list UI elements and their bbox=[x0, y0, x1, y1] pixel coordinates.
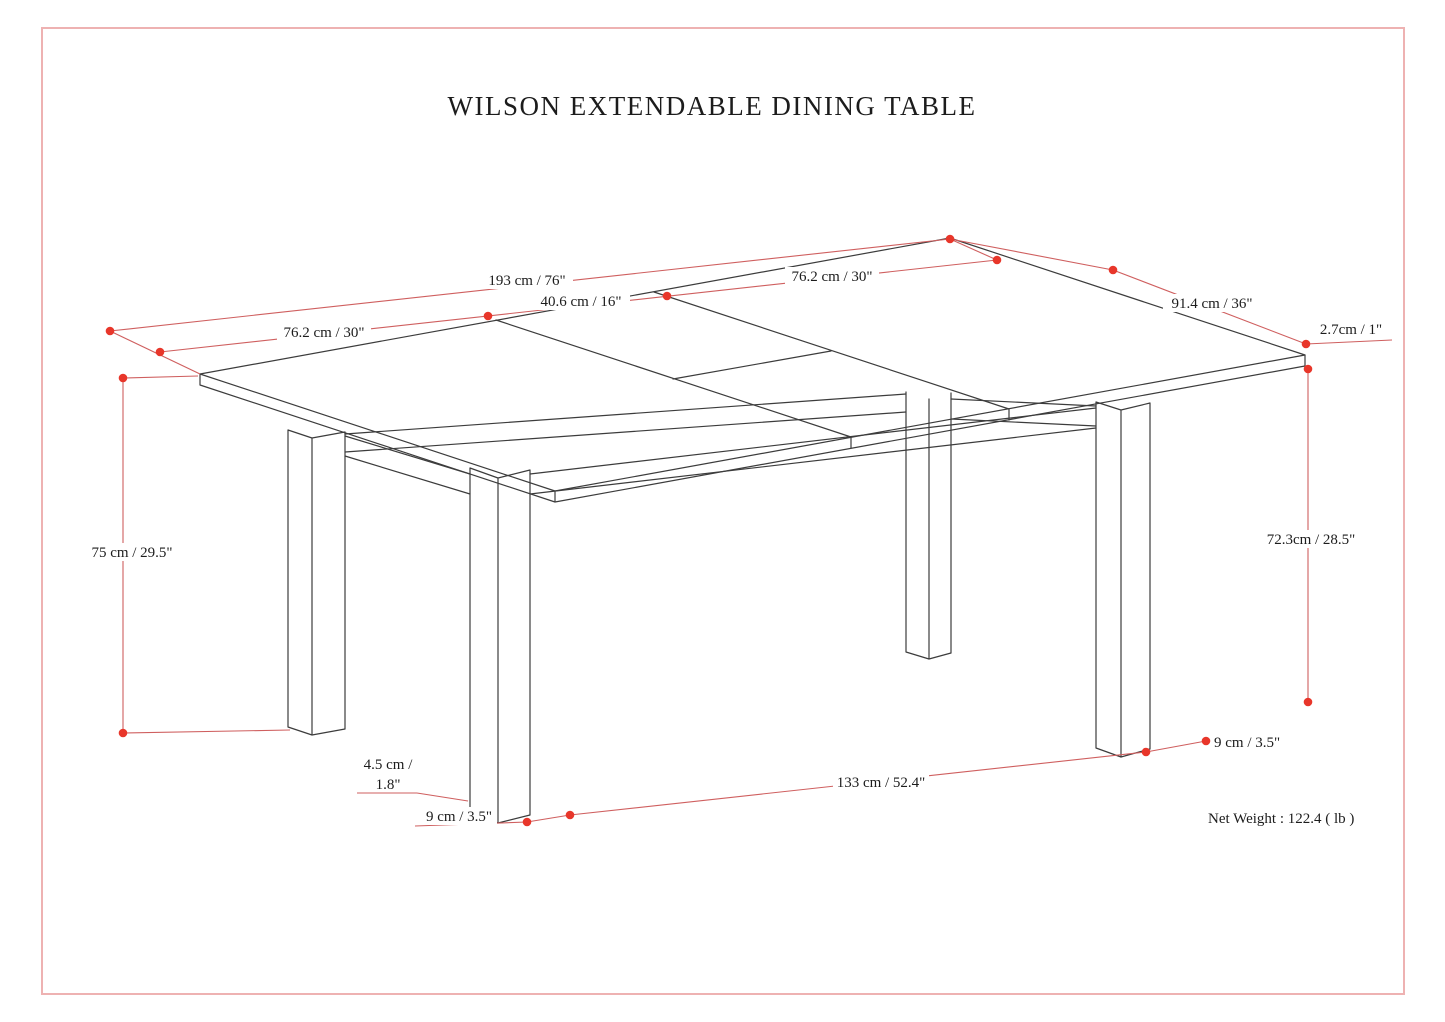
dim-label-leg-span: 133 cm / 52.4" bbox=[837, 775, 926, 791]
table-line-drawing bbox=[199, 237, 1306, 824]
dimension-marker-dot bbox=[1303, 697, 1313, 707]
leader-top-corner-b bbox=[949, 238, 1114, 271]
dimension-marker-dot bbox=[945, 234, 955, 244]
dim-label-height-right: 72.3cm / 28.5" bbox=[1267, 532, 1356, 548]
dim-label-apron-line2: 1.8" bbox=[376, 777, 401, 793]
leg-south bbox=[469, 467, 531, 824]
leader-top-corner-a bbox=[949, 238, 998, 261]
label-backgrounds bbox=[86, 267, 1359, 825]
dim-label-height-left: 75 cm / 29.5" bbox=[91, 545, 172, 561]
leg-north bbox=[905, 391, 952, 660]
dim-label-top-thickness: 2.7cm / 1" bbox=[1320, 322, 1382, 338]
dimension-marker-dots bbox=[105, 234, 1313, 827]
net-weight-label: Net Weight : 122.4 ( lb ) bbox=[1208, 811, 1354, 827]
table-aprons bbox=[344, 393, 1097, 495]
dimension-marker-dot bbox=[992, 255, 1002, 265]
dimension-marker-dot bbox=[565, 810, 575, 820]
dim-label-left-section: 76.2 cm / 30" bbox=[283, 325, 364, 341]
dimension-marker-dot bbox=[1141, 747, 1151, 757]
dimension-marker-dot bbox=[118, 728, 128, 738]
dim-label-leg-width-left: 9 cm / 3.5" bbox=[426, 809, 492, 825]
leader-left-corner bbox=[109, 330, 201, 375]
connector-leg-span bbox=[526, 814, 571, 823]
dimension-labels: 193 cm / 76" 76.2 cm / 30" 40.6 cm / 16"… bbox=[91, 269, 1382, 827]
ext-height-left-bottom bbox=[122, 729, 291, 734]
leg-west bbox=[287, 429, 346, 736]
dimension-marker-dot bbox=[1201, 736, 1211, 746]
dimension-marker-dot bbox=[155, 347, 165, 357]
dim-label-leaf-section: 40.6 cm / 16" bbox=[540, 294, 621, 310]
page-border bbox=[41, 27, 1405, 995]
dim-label-apron-line1: 4.5 cm / bbox=[364, 757, 414, 773]
leader-top-thickness bbox=[1305, 339, 1393, 345]
leg-east bbox=[1095, 401, 1151, 758]
dimension-marker-dot bbox=[1303, 364, 1313, 374]
page-title: WILSON EXTENDABLE DINING TABLE bbox=[447, 91, 976, 121]
table-leaf-seams bbox=[495, 291, 1010, 449]
dim-label-total-length: 193 cm / 76" bbox=[488, 273, 565, 289]
leader-apron bbox=[416, 792, 469, 802]
dimension-marker-dot bbox=[118, 373, 128, 383]
dim-label-leg-width-right: 9 cm / 3.5" bbox=[1214, 735, 1280, 751]
dimension-marker-dot bbox=[1108, 265, 1118, 275]
dimension-marker-dot bbox=[483, 311, 493, 321]
dimension-marker-dot bbox=[1301, 339, 1311, 349]
dim-label-right-section: 76.2 cm / 30" bbox=[791, 269, 872, 285]
dim-line-leg-width-right bbox=[1145, 740, 1207, 753]
ext-height-left-top bbox=[122, 375, 199, 379]
dimension-marker-dot bbox=[662, 291, 672, 301]
dimension-marker-dot bbox=[105, 326, 115, 336]
dimension-marker-dot bbox=[522, 817, 532, 827]
dim-label-depth: 91.4 cm / 36" bbox=[1171, 296, 1252, 312]
